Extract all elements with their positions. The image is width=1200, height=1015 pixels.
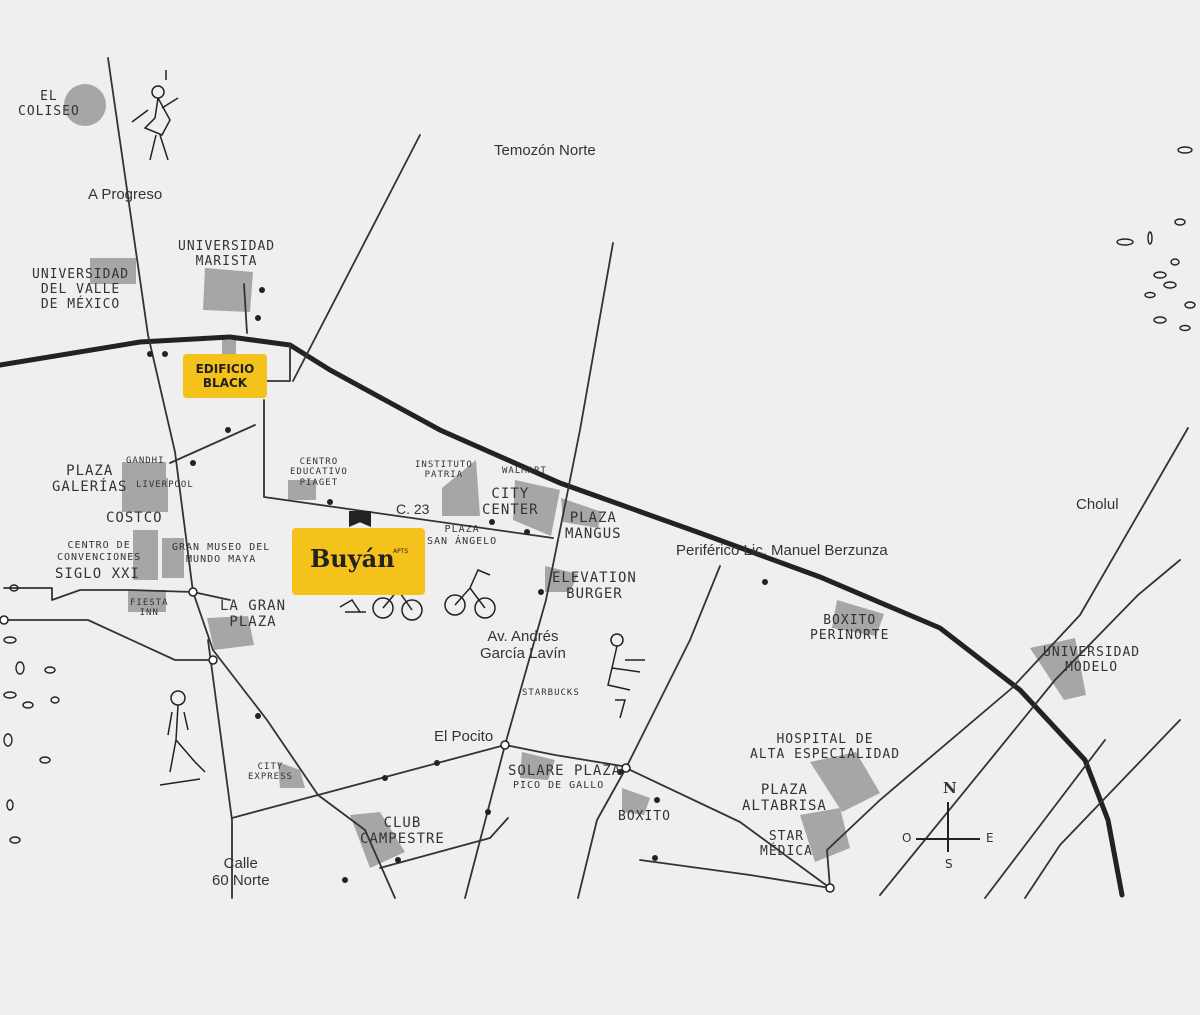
label-costco: COSTCO [106,510,163,526]
label-el-pocito: El Pocito [434,728,494,745]
label-c23: C. 23 [396,501,430,517]
coliseo-marker [64,84,106,126]
dancer-illustration [131,70,179,161]
label-temozon-norte: Temozón Norte [494,142,596,159]
label-pico-de-gallo: PICO DE GALLO [513,780,605,791]
edificio-line-1: EDIFICIO [195,361,255,376]
edificio-black-tag[interactable]: EDIFICIO BLACK [183,354,267,398]
tree-icons [147,287,768,883]
skater-illustration [159,690,206,786]
intersection-markers [0,587,835,893]
label-periferico: Periférico Lic. Manuel Berzunza [676,542,888,559]
compass-n: N [943,779,957,797]
label-cholul: Cholul [1076,496,1119,513]
label-siglo-xxi: SIGLO XXI [55,566,140,582]
buyan-sub: APTS [393,548,409,555]
label-boxito: BOXITO [618,809,671,824]
compass-w: O [902,831,912,845]
label-gandhi: GANDHI [126,456,165,466]
compass-e: E [986,831,994,845]
label-a-progreso: A Progreso [88,186,163,203]
edificio-line-2: BLACK [202,376,248,390]
label-solare-plaza: SOLARE PLAZA [508,763,622,779]
compass-rose [916,802,980,852]
buyan-name: Buyán [310,544,395,573]
label-liverpool: LIVERPOOL [136,480,194,490]
leaf-decorations [3,146,1196,844]
secondary-roads [3,57,1189,899]
seated-person-illustration [607,633,645,719]
compass-s: S [945,857,953,871]
buyan-pin [349,511,371,527]
label-starbucks: STARBUCKS [522,688,580,698]
label-walmart: WALMART [502,466,547,476]
cyclists-illustration [339,569,496,621]
buyan-tag[interactable]: Buyán APTS [292,528,425,595]
main-roads [0,334,1125,898]
